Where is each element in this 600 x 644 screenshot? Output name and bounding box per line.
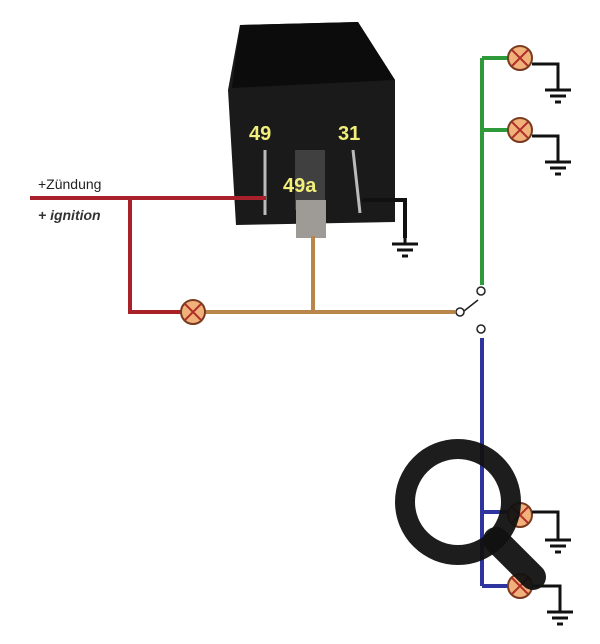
ground-icon bbox=[543, 146, 573, 176]
pin-49a-label: 49a bbox=[283, 175, 317, 197]
pin-49-label: 49 bbox=[249, 123, 271, 145]
ground-icon bbox=[390, 228, 420, 258]
pin-31-label: 31 bbox=[338, 123, 360, 145]
ignition-label-de: +Zündung bbox=[38, 176, 101, 192]
pin-31-ground-wire bbox=[362, 198, 407, 238]
ignition-label-en: + ignition bbox=[38, 207, 101, 223]
output-wire bbox=[205, 236, 455, 314]
ignition-wire bbox=[30, 196, 266, 314]
lamp-icon bbox=[507, 117, 533, 143]
indicator-lamp-icon bbox=[180, 299, 206, 325]
relay: 49 31 49a bbox=[228, 22, 395, 238]
left-lamps-wire bbox=[480, 56, 508, 285]
magnifier-icon bbox=[395, 439, 546, 590]
magnifier-zoom-button[interactable] bbox=[388, 432, 558, 602]
ground-icon bbox=[543, 74, 573, 104]
lamp-icon bbox=[507, 45, 533, 71]
turn-switch bbox=[455, 286, 486, 334]
